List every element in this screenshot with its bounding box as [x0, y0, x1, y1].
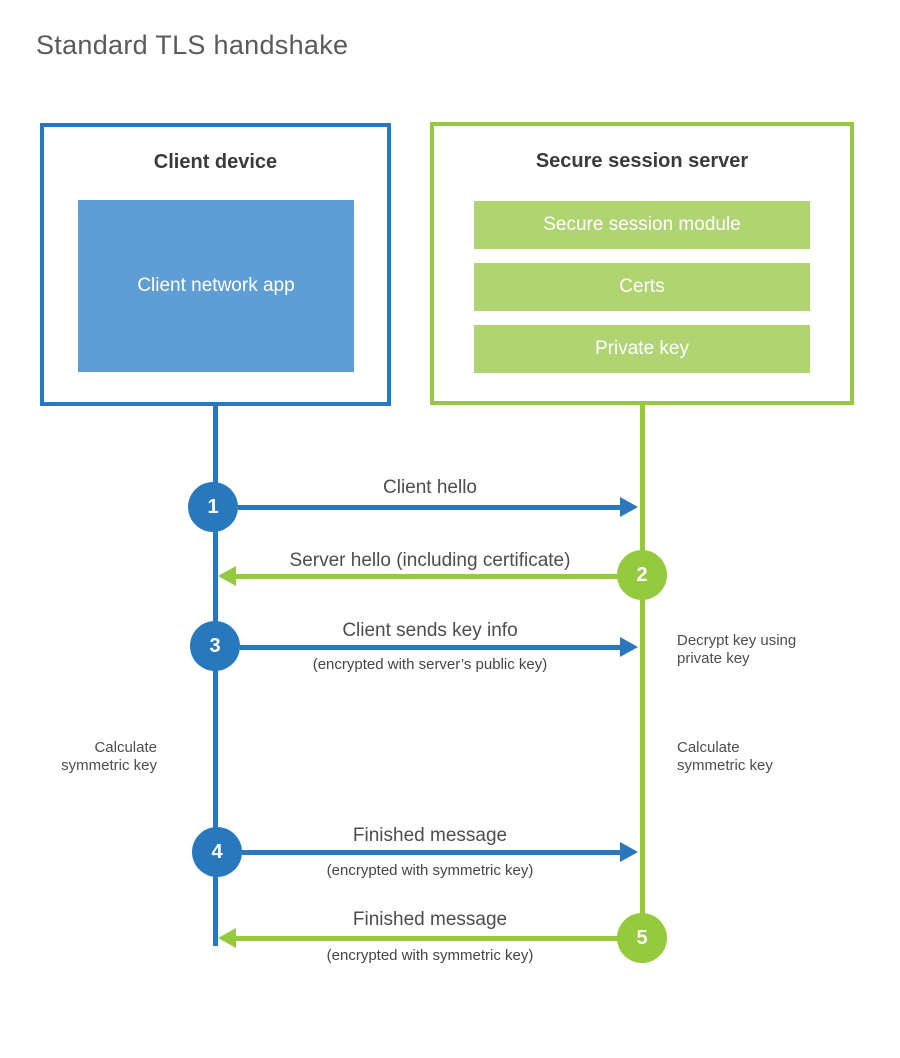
message-5-sublabel: (encrypted with symmetric key) — [326, 947, 534, 964]
message-1-label: Client hello — [383, 477, 477, 498]
page-title: Standard TLS handshake — [36, 30, 349, 60]
annotation-decrypt-key: Decrypt key using private key — [677, 632, 797, 667]
message-5-arrowhead-left-icon — [218, 928, 236, 948]
message-3-sublabel: (encrypted with server’s public key) — [312, 656, 548, 673]
message-4-arrow-line — [242, 850, 622, 855]
secure-session-server-title: Secure session server — [535, 150, 749, 172]
message-5-label: Finished message — [352, 909, 508, 930]
step-circle-2: 2 — [617, 550, 667, 600]
step-circle-1: 1 — [188, 482, 238, 532]
server-module-certs: Certs — [474, 263, 810, 311]
message-5-arrow-line — [234, 936, 618, 941]
client-lifeline — [213, 404, 218, 946]
message-4-arrowhead-right-icon — [620, 842, 638, 862]
server-module-private-key: Private key — [474, 325, 810, 373]
annotation-calculate-symmetric-key-server: Calculate symmetric key — [677, 739, 773, 774]
message-2-arrow-line — [234, 574, 618, 579]
step-circle-4: 4 — [192, 827, 242, 877]
secure-session-server-box: Secure session server Secure session mod… — [430, 122, 854, 405]
message-3-arrowhead-right-icon — [620, 637, 638, 657]
message-3-label: Client sends key info — [342, 620, 518, 641]
message-4-label: Finished message — [352, 825, 508, 846]
message-4-sublabel: (encrypted with symmetric key) — [326, 862, 534, 879]
annotation-calculate-symmetric-key-client: Calculate symmetric key — [61, 739, 157, 774]
client-device-title: Client device — [153, 151, 278, 173]
step-circle-5: 5 — [617, 913, 667, 963]
client-network-app-box: Client network app — [78, 200, 354, 372]
client-device-box: Client device Client network app — [40, 123, 391, 406]
message-3-arrow-line — [240, 645, 622, 650]
step-circle-3: 3 — [190, 621, 240, 671]
message-2-arrowhead-left-icon — [218, 566, 236, 586]
server-lifeline — [640, 403, 645, 963]
message-2-label: Server hello (including certificate) — [289, 550, 571, 571]
message-1-arrow-line — [238, 505, 622, 510]
message-1-arrowhead-right-icon — [620, 497, 638, 517]
server-module-secure-session-module: Secure session module — [474, 201, 810, 249]
client-network-app-label: Client network app — [137, 275, 295, 296]
